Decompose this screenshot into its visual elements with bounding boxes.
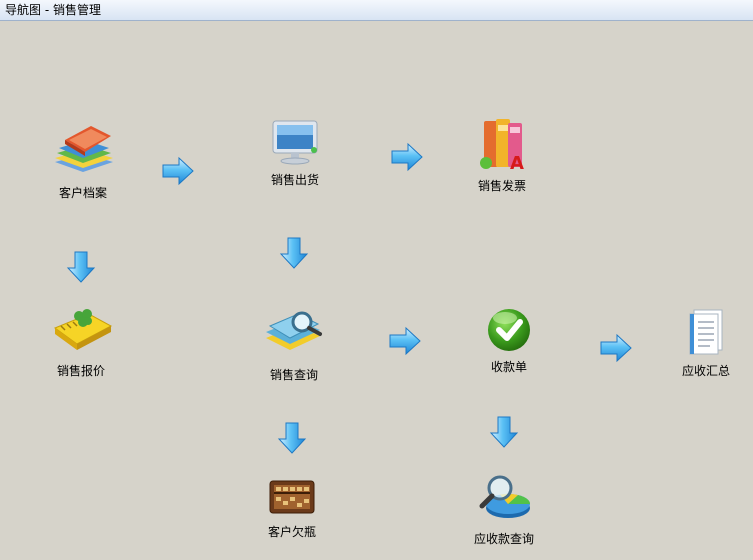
node-sales-quote[interactable]: 销售报价 <box>31 300 131 386</box>
arrow-right-icon <box>162 156 194 186</box>
node-sales-shipment[interactable]: 销售出货 <box>245 117 345 203</box>
clover-notebook-icon <box>53 309 113 350</box>
arrow-down-icon <box>279 237 309 269</box>
node-label: 应收汇总 <box>681 364 730 378</box>
arrow-down-icon <box>277 422 307 454</box>
node-label: 销售查询 <box>269 368 318 382</box>
node-label: 应收款查询 <box>473 532 534 546</box>
node-label: 销售发票 <box>477 179 526 193</box>
arrow-down-icon <box>489 416 519 448</box>
books-icon <box>55 126 113 172</box>
node-sales-query[interactable]: 销售查询 <box>244 304 344 390</box>
magnifier-books-icon <box>266 311 322 350</box>
node-receipt[interactable]: 收款单 <box>459 296 559 382</box>
title-bar: 导航图 - 销售管理 <box>0 0 753 21</box>
arrow-right-icon <box>391 142 423 172</box>
abacus-icon <box>269 480 315 514</box>
node-customer-archive[interactable]: 客户档案 <box>33 122 133 208</box>
arrow-right-icon <box>600 333 632 363</box>
node-customer-arrears[interactable]: 客户欠瓶 <box>242 461 342 547</box>
document-icon <box>689 309 723 355</box>
check-icon <box>488 309 530 351</box>
node-sales-invoice[interactable]: A 销售发票 <box>452 115 552 201</box>
magnifier-pie-icon <box>479 475 531 518</box>
node-receivable-summary[interactable]: 应收汇总 <box>656 300 753 386</box>
abc-books-icon: A <box>480 119 524 174</box>
node-label: 收款单 <box>490 360 527 374</box>
node-label: 客户欠瓶 <box>267 525 316 539</box>
svg-text:A: A <box>510 153 524 174</box>
node-label: 销售出货 <box>270 173 319 187</box>
arrow-down-icon <box>66 251 96 283</box>
node-label: 销售报价 <box>56 364 105 378</box>
window-title: 导航图 - 销售管理 <box>5 3 101 17</box>
node-receivable-query[interactable]: 应收款查询 <box>454 468 554 554</box>
monitor-icon <box>272 120 318 165</box>
node-label: 客户档案 <box>58 186 107 200</box>
arrow-right-icon <box>389 326 421 356</box>
